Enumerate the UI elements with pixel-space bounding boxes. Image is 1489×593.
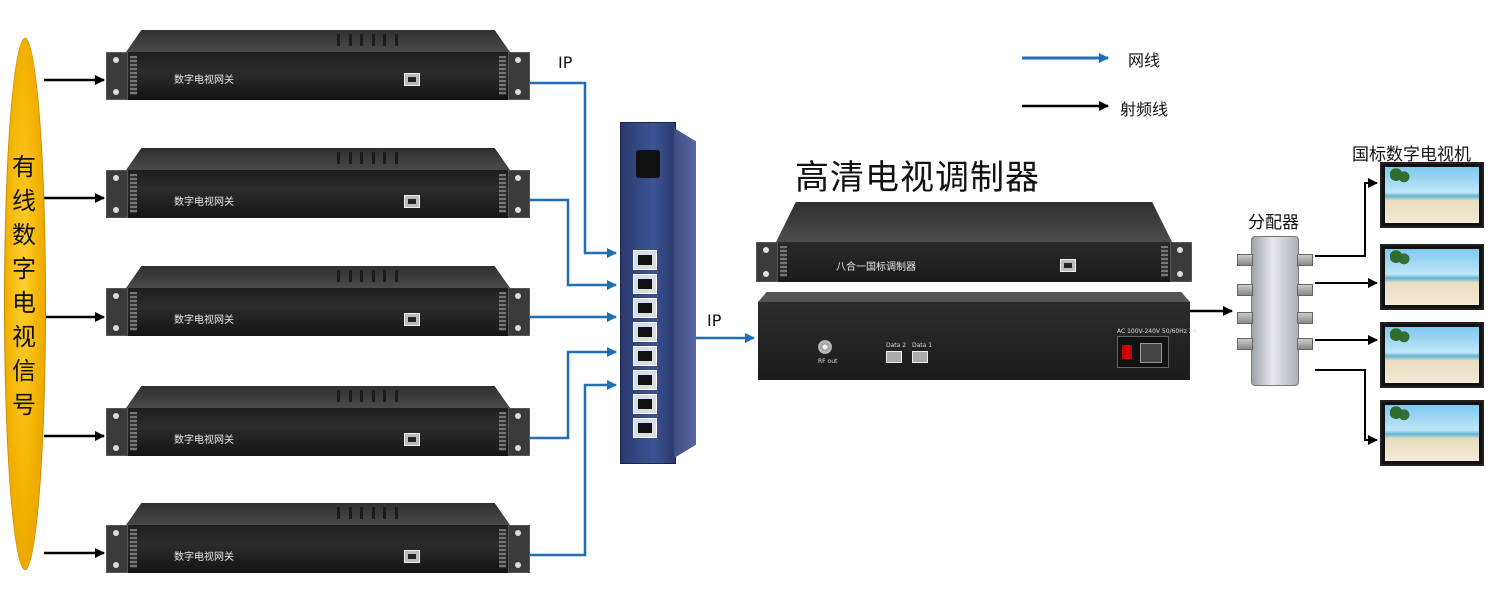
ip-line-gw2	[530, 198, 617, 290]
ip-label-switch: IP	[707, 311, 722, 330]
tv-set-4	[1380, 400, 1484, 466]
ethernet-port-icon	[404, 433, 420, 446]
modulator-title: 高清电视调制器	[795, 158, 1040, 198]
palm-tree-icon	[1390, 328, 1410, 350]
ip-label-gateways: IP	[558, 53, 573, 72]
power-spec-label: AC 100V-240V 50/60Hz 2A	[1117, 328, 1197, 335]
f-connector-icon	[1297, 338, 1313, 350]
lan-port-icon	[633, 298, 657, 318]
lan-port-icon	[633, 394, 657, 414]
rf-out-label: RF out	[818, 358, 838, 365]
source-char: 字	[12, 255, 36, 283]
lan-port-icon	[633, 346, 657, 366]
modulator-front-label: 八合一国标调制器	[836, 262, 916, 273]
rf-line-tv4	[1315, 369, 1378, 445]
splitter-title: 分配器	[1248, 213, 1299, 233]
legend-network-label: 网线	[1128, 51, 1161, 70]
f-connector-icon	[1237, 284, 1253, 296]
ethernet-port-icon	[404, 73, 420, 86]
gateway-label: 数字电视网关	[174, 435, 234, 446]
gateway-device-4: 数字电视网关	[106, 386, 530, 456]
ethernet-port-icon	[404, 313, 420, 326]
lan-port-icon	[633, 418, 657, 438]
ip-line-gw5	[530, 380, 617, 557]
legend-rf-label: 射频线	[1120, 100, 1169, 119]
data2-label: Data 2	[886, 342, 907, 349]
network-switch	[620, 122, 696, 464]
palm-tree-icon	[1390, 406, 1410, 428]
power-socket-icon	[636, 150, 660, 178]
palm-tree-icon	[1390, 168, 1410, 190]
source-char: 视	[12, 323, 36, 351]
palm-tree-icon	[1390, 250, 1410, 272]
tv-title: 国标数字电视机	[1352, 145, 1471, 165]
rf-line-tv1	[1315, 178, 1378, 257]
f-connector-icon	[1237, 254, 1253, 266]
ethernet-port-icon	[1060, 259, 1076, 272]
source-char: 有	[12, 153, 36, 181]
source-char: 电	[12, 289, 36, 317]
hd-modulator-front: 八合一国标调制器	[756, 202, 1192, 282]
gateway-label: 数字电视网关	[174, 315, 234, 326]
gateway-device-1: 数字电视网关	[106, 30, 530, 100]
gateway-device-5: 数字电视网关	[106, 503, 530, 573]
tv-set-2	[1380, 244, 1484, 310]
tv-set-3	[1380, 322, 1484, 388]
rf-output-connector-icon	[818, 340, 832, 354]
source-char: 信	[12, 357, 36, 385]
hd-modulator-back: RF out Data 2 Data 1 AC 100V-240V 50/60H…	[758, 292, 1197, 380]
data2-port-icon	[886, 351, 902, 363]
gateway-label: 数字电视网关	[174, 75, 234, 86]
ip-line-gw4	[530, 347, 617, 440]
power-inlet-icon	[1117, 336, 1169, 368]
lan-port-icon	[633, 370, 657, 390]
lan-port-icon	[633, 274, 657, 294]
source-char: 线	[12, 187, 36, 215]
gateway-device-3: 数字电视网关	[106, 266, 530, 336]
ip-line-gw1	[530, 81, 617, 258]
signal-source-oval	[4, 38, 46, 570]
data1-label: Data 1	[912, 342, 933, 349]
gateway-label: 数字电视网关	[174, 197, 234, 208]
source-char: 数	[12, 221, 36, 249]
f-connector-icon	[1297, 284, 1313, 296]
f-connector-icon	[1237, 338, 1253, 350]
source-char: 号	[12, 391, 36, 419]
ethernet-port-icon	[404, 195, 420, 208]
lan-port-icon	[633, 250, 657, 270]
f-connector-icon	[1237, 312, 1253, 324]
signal-source-label: 有 线 数 字 电 视 信 号	[4, 150, 44, 422]
data1-port-icon	[912, 351, 928, 363]
lan-port-icon	[633, 322, 657, 342]
gateway-device-2: 数字电视网关	[106, 148, 530, 218]
f-connector-icon	[1297, 312, 1313, 324]
ethernet-port-icon	[404, 550, 420, 563]
tv-set-1	[1380, 162, 1484, 228]
gateway-label: 数字电视网关	[174, 552, 234, 563]
signal-splitter	[1237, 232, 1313, 388]
f-connector-icon	[1297, 254, 1313, 266]
